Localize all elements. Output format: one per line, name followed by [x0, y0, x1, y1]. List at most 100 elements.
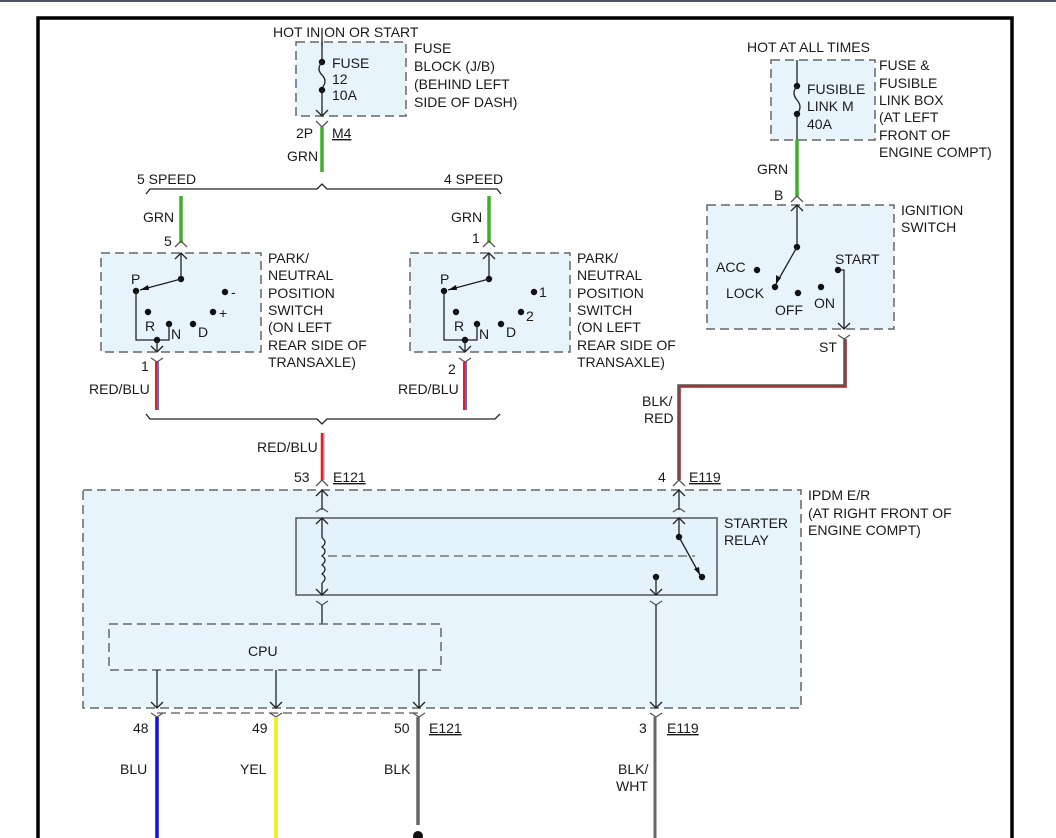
switch-arrow-icon [448, 285, 457, 290]
connector-icon [174, 240, 188, 248]
switch-contact-2 [517, 308, 525, 316]
fuse-block: HOT IN ON OR START FUSE 12 10A FUSE BLOC… [273, 24, 517, 172]
switch-contact-d [497, 320, 505, 328]
connector-icon [649, 712, 663, 718]
pnp-label: PARK/ [268, 250, 309, 266]
fuse-block-label: (BEHIND LEFT [414, 76, 510, 92]
cpu-label: CPU [248, 643, 278, 659]
connector-label: M4 [332, 125, 352, 141]
ipdm-label: (AT RIGHT FRONT OF [808, 505, 952, 521]
pin-label: 3 [639, 720, 647, 736]
starter-relay-box [295, 517, 718, 596]
wire-color-label: BLK [384, 761, 411, 777]
wire-color-label: GRN [287, 148, 318, 164]
fuse-icon [318, 61, 326, 89]
ipdm-er: IPDM E/R (AT RIGHT FRONT OF ENGINE COMPT… [82, 487, 952, 714]
arrow-icon [837, 322, 851, 330]
merged-wire: RED/BLU 53 E121 [145, 413, 501, 487]
fuse-name: FUSE [332, 55, 369, 71]
fusible-link-box-outline [770, 59, 876, 141]
branch-label-4-speed: 4 SPEED [444, 171, 503, 187]
pnp-label: TRANSAXLE) [577, 354, 665, 370]
ignition-switch: B LOCK ACC OFF ON START IGNITION SWITCH … [642, 187, 963, 487]
ignition-switch-box [706, 204, 895, 330]
top-border [0, 0, 1056, 2]
connector-label: E121 [333, 469, 366, 485]
switch-contact-minus [221, 288, 229, 296]
splice-dot [413, 831, 423, 838]
position-label: N [171, 326, 181, 342]
connector-icon [315, 120, 329, 128]
position-label: + [219, 305, 227, 321]
pin-label: 48 [133, 720, 149, 736]
fusible-label: LINK BOX [879, 92, 944, 108]
fusible-rating: 40A [807, 116, 833, 132]
fusible-name: LINK M [807, 98, 854, 114]
pnp-label: REAR SIDE OF [577, 337, 676, 353]
wire-color-label: GRN [143, 209, 174, 225]
pnp-label: SWITCH [268, 302, 323, 318]
position-label: OFF [775, 302, 803, 318]
connector-icon [482, 240, 496, 248]
pnp-switch-5-speed: GRN 5 P R N D - + 1 RED/BLU PARK/ NEUTRA… [89, 196, 367, 410]
position-label: START [835, 251, 880, 267]
pnp-label: REAR SIDE OF [268, 337, 367, 353]
connector-icon [458, 357, 472, 363]
connector-icon [315, 479, 329, 487]
relay-switch-arrow-icon [694, 567, 700, 575]
pnp-label: (ON LEFT [577, 319, 641, 335]
fuse-rating: 10A [332, 87, 358, 103]
pnp-label: POSITION [577, 285, 644, 301]
position-label: ACC [716, 259, 746, 275]
position-label: - [231, 284, 236, 300]
wire-color-label: RED/BLU [89, 381, 150, 397]
connector-icon [412, 712, 426, 718]
pnp-label: NEUTRAL [268, 267, 334, 283]
wire-color-label: RED/BLU [257, 439, 318, 455]
switch-contact-plus [209, 308, 217, 316]
pin-label: 5 [164, 233, 172, 249]
fusible-label: (AT LEFT [879, 109, 939, 125]
connector-label: E119 [689, 469, 721, 485]
ipdm-label: ENGINE COMPT) [808, 522, 921, 538]
pin-label: 1 [472, 230, 480, 246]
position-label: P [131, 271, 140, 287]
position-label: ON [814, 295, 835, 311]
relay-contact [698, 573, 706, 581]
position-label: R [454, 318, 464, 334]
pin-label: 53 [294, 469, 310, 485]
fusible-label: FUSIBLE [879, 75, 937, 91]
wire-color-label: GRN [451, 209, 482, 225]
switch-contact-lock [771, 283, 779, 291]
pnp-label: POSITION [268, 285, 335, 301]
fuse-number: 12 [332, 71, 348, 87]
wire-color-label: BLK/ [618, 761, 648, 777]
switch-contact-on [817, 283, 825, 291]
cpu-box [108, 623, 442, 671]
relay-label: STARTER [724, 515, 788, 531]
switch-contact-off [794, 289, 802, 297]
relay-label: RELAY [724, 532, 770, 548]
connector-icon [150, 357, 164, 363]
position-label: 1 [539, 284, 547, 300]
fusible-link-box: HOT AT ALL TIMES FUSIBLE LINK M 40A FUSE… [747, 39, 992, 197]
arrow-icon [458, 345, 472, 353]
position-label: LOCK [726, 285, 765, 301]
output-wires: 48 BLU 49 YEL 50 E121 BLK 3 E119 BLK/ WH… [120, 712, 699, 838]
wire-color-label: YEL [240, 761, 267, 777]
switch-arrow-icon [140, 285, 149, 290]
pnp-label: SWITCH [577, 302, 632, 318]
position-label: P [440, 271, 449, 287]
ipdm-label: IPDM E/R [808, 487, 870, 503]
switch-contact-1 [530, 288, 538, 296]
pin-label: B [774, 187, 783, 203]
wire-color-label: BLU [120, 761, 147, 777]
connector-label: E119 [667, 720, 699, 736]
position-label: D [198, 324, 208, 340]
pnp-label: (ON LEFT [268, 319, 332, 335]
wire-color-label: RED [644, 410, 674, 426]
fuse-block-box [295, 41, 407, 117]
connector-icon [790, 195, 804, 203]
pnp-switch-box [409, 252, 571, 353]
